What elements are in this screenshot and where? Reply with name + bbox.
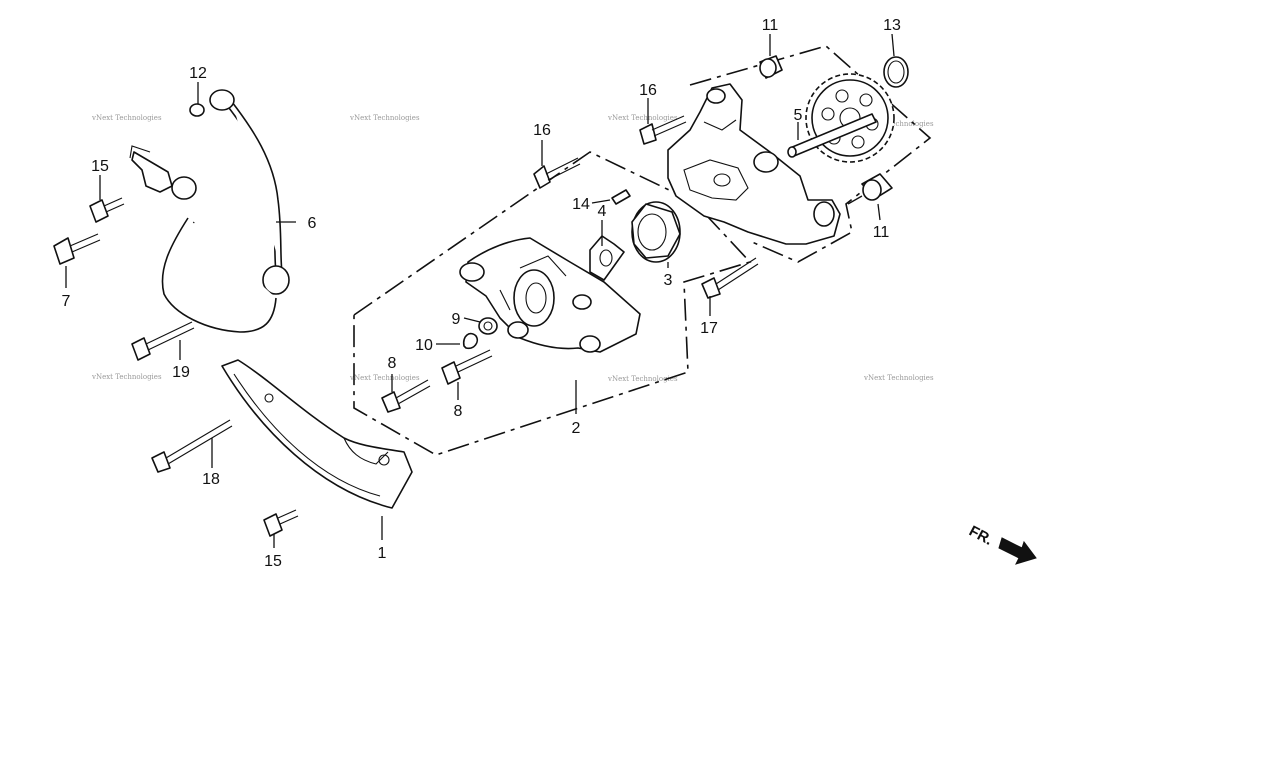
callout-10: 10	[415, 337, 433, 354]
callout-2: 2	[572, 420, 581, 437]
outer-rotor-part	[631, 201, 681, 263]
callout-6: 6	[308, 215, 317, 232]
bolt-15-lower	[263, 509, 299, 537]
bolt-7	[53, 233, 101, 265]
watermark: vNext Technologies	[91, 373, 162, 381]
inner-rotor-part	[589, 235, 625, 281]
callout-14: 14	[572, 196, 590, 213]
bolt-19	[131, 321, 195, 361]
watermark: vNext Technologies	[349, 374, 420, 382]
callout-8-lower: 8	[454, 403, 463, 420]
cover-plate-part	[221, 359, 413, 509]
bolt-18	[151, 419, 233, 473]
clip-part	[462, 332, 479, 350]
leader-lines	[65, 33, 895, 548]
dowel-pin-part	[611, 189, 631, 205]
callout-13: 13	[883, 17, 901, 34]
front-label: FR.	[966, 523, 995, 549]
watermark: vNext Technologies	[607, 114, 678, 122]
callout-11-lower: 11	[873, 224, 890, 241]
pump-body-part	[459, 237, 641, 353]
callout-1: 1	[378, 545, 387, 562]
front-arrow-icon	[998, 537, 1037, 565]
callout-5: 5	[794, 107, 803, 124]
callout-16-lower: 16	[533, 122, 551, 139]
pump-assembly-outline	[353, 151, 752, 456]
bolt-17	[701, 257, 759, 299]
driven-gear-part	[805, 73, 895, 163]
collar-part	[759, 55, 783, 79]
watermark: vNext Technologies	[349, 114, 420, 122]
callout-11-upper: 11	[762, 17, 779, 34]
callout-15-upper: 15	[91, 158, 109, 175]
callout-labels: 1 2 3 4 5 6 7 8 8 9 10 11 11 12 13 14 15…	[62, 17, 901, 570]
callout-16-upper: 16	[639, 82, 657, 99]
nut-part	[189, 103, 205, 117]
bolt-8-lower	[381, 379, 431, 413]
callout-17: 17	[700, 320, 718, 337]
collar-part	[861, 173, 893, 201]
pump-housing-part	[667, 83, 841, 245]
pump-shaft-part	[787, 113, 877, 158]
watermark: vNext Technologies	[607, 375, 678, 383]
bolt-16-upper	[639, 115, 687, 145]
callout-18: 18	[202, 471, 220, 488]
washer-part	[478, 317, 498, 335]
callout-8-upper: 8	[388, 355, 397, 372]
callout-19: 19	[172, 364, 190, 381]
bolt-8-upper	[441, 349, 493, 385]
callout-12: 12	[189, 65, 207, 82]
callout-3: 3	[664, 272, 673, 289]
watermarks: vNext Technologies vNext Technologies vN…	[91, 114, 934, 383]
o-ring-part	[883, 56, 909, 88]
callout-9: 9	[452, 311, 461, 328]
watermark: vNext Technologies	[863, 120, 934, 128]
watermark: vNext Technologies	[91, 114, 162, 122]
bolt-16-lower	[533, 157, 581, 189]
callout-7: 7	[62, 293, 71, 310]
front-direction-marker: FR.	[966, 523, 1037, 565]
bolt-15-upper	[89, 197, 125, 223]
oil-pipe-part	[129, 89, 290, 333]
gear-assembly-outline	[689, 45, 932, 263]
callout-15-lower: 15	[264, 553, 282, 570]
callout-4: 4	[598, 203, 607, 220]
watermark: vNext Technologies	[863, 374, 934, 382]
